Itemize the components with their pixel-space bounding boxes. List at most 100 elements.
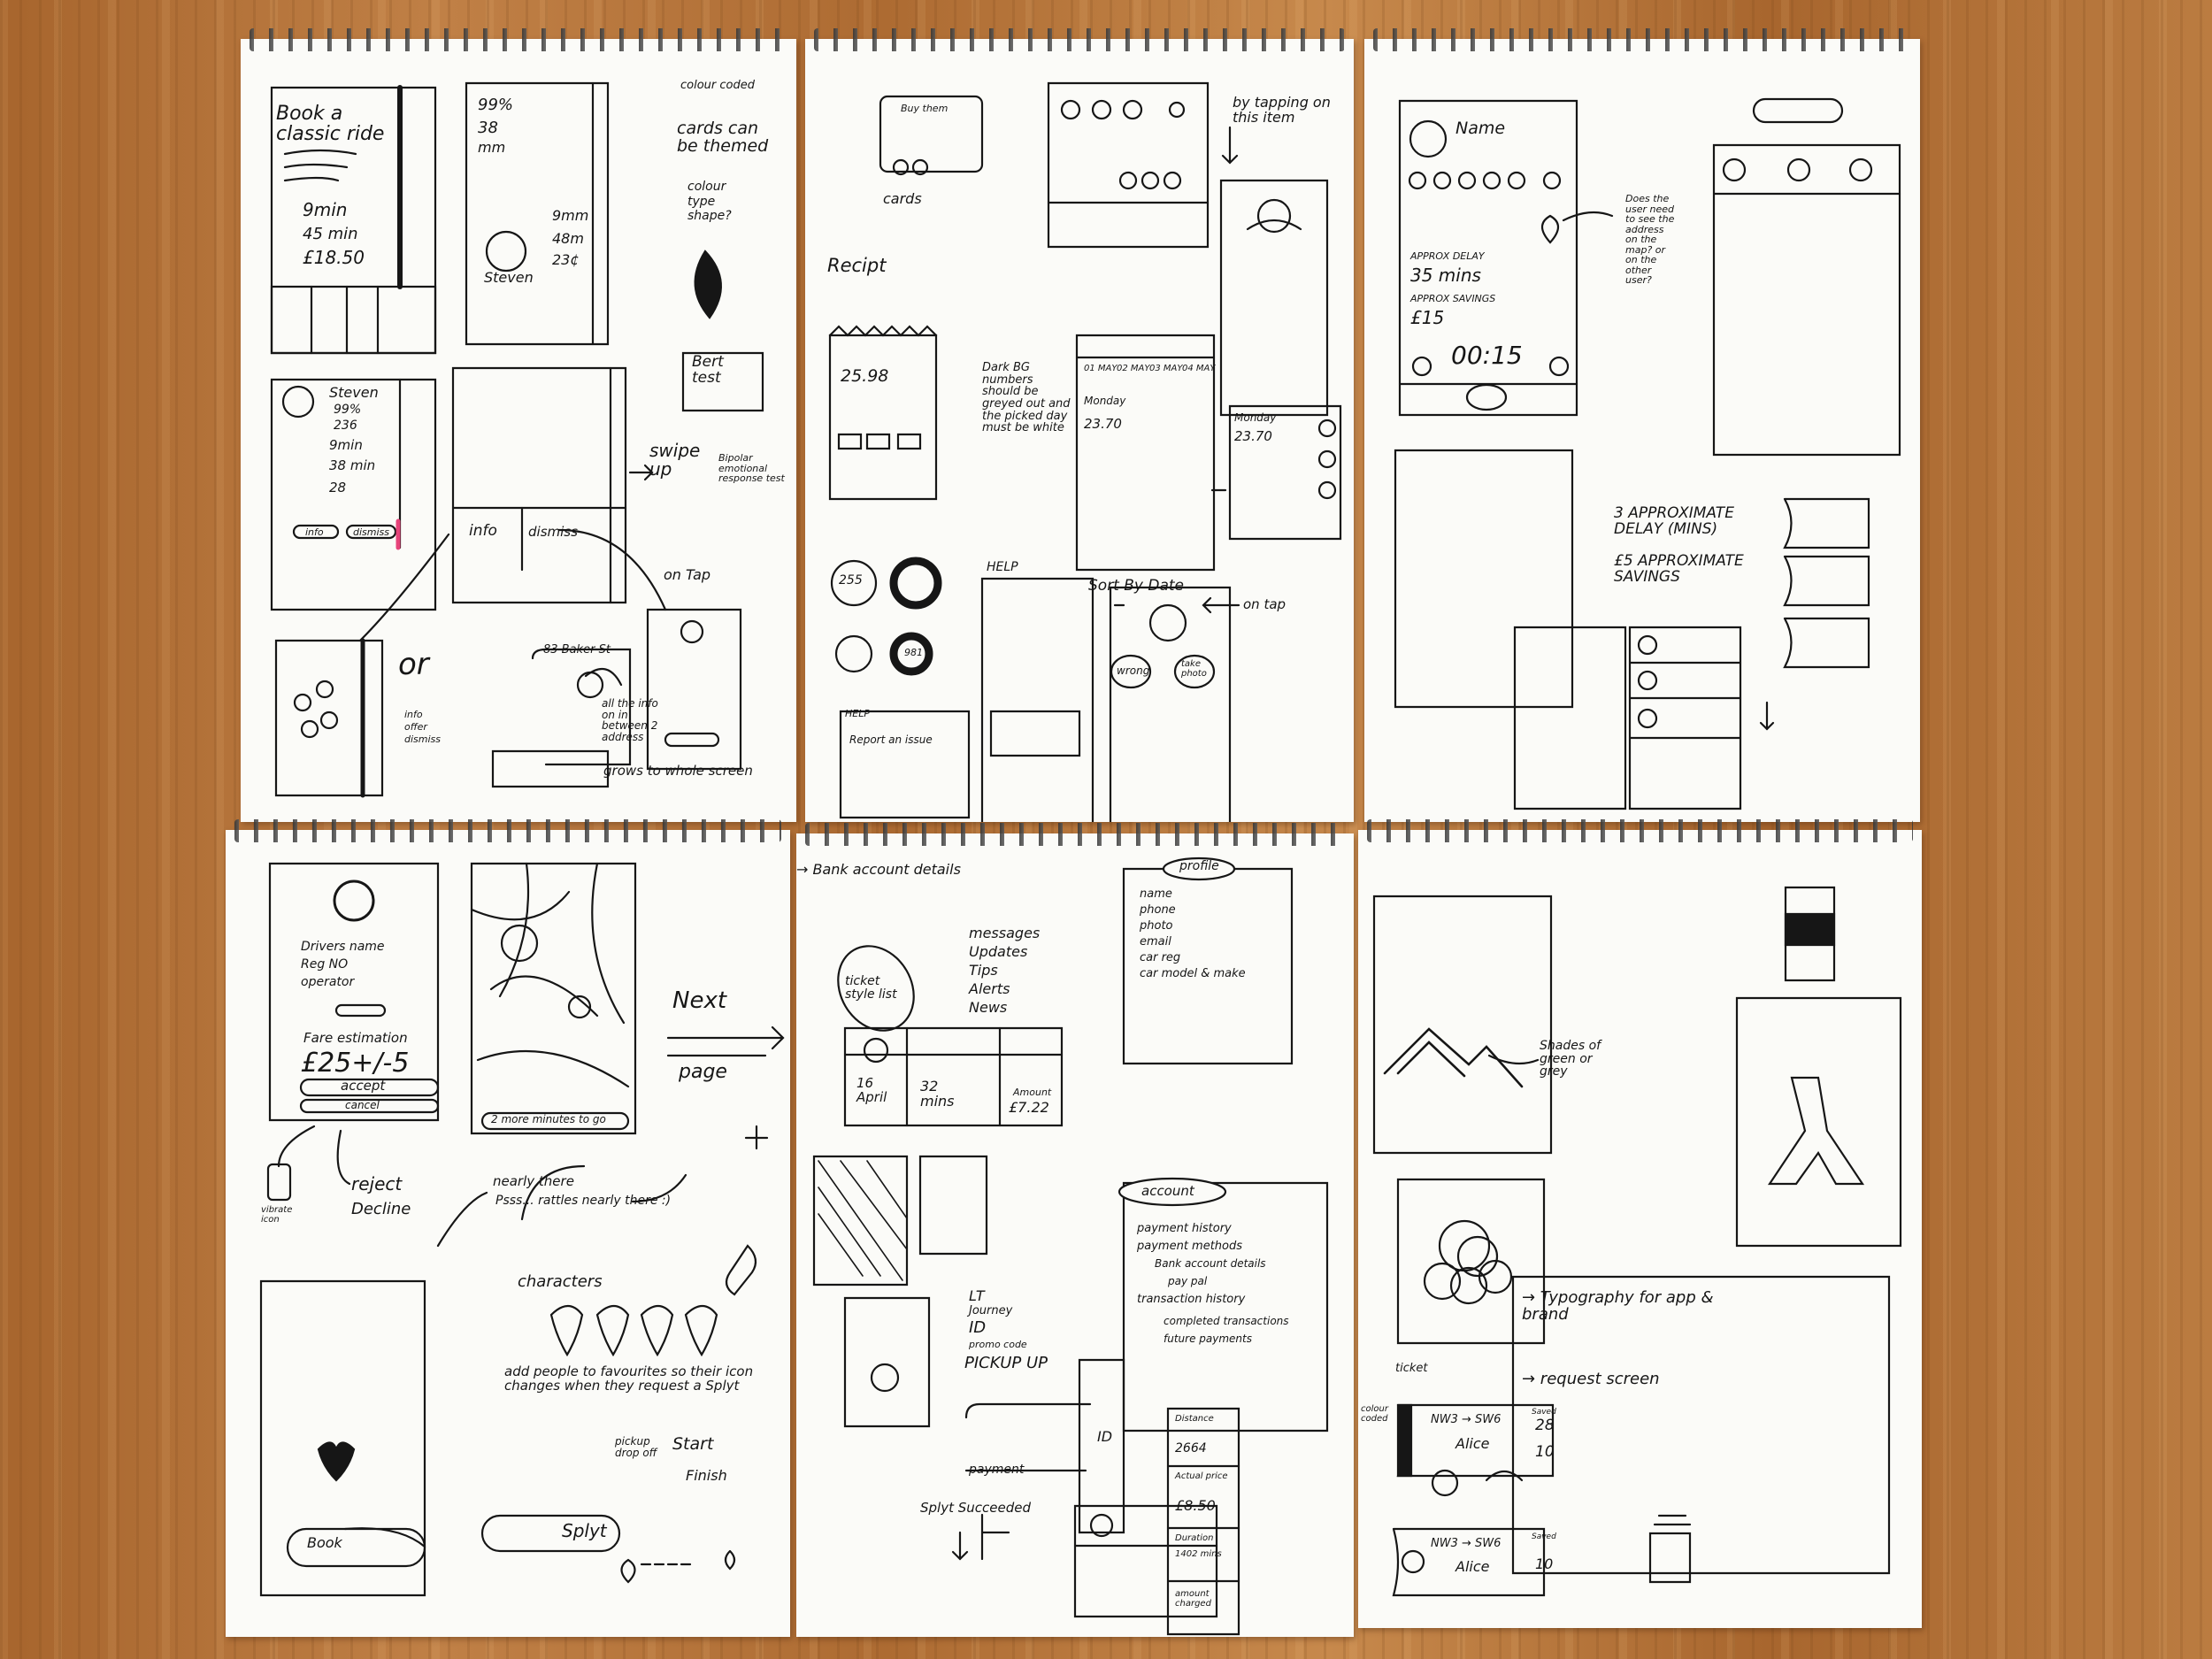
splyt-button[interactable]: Splyt [562, 1520, 607, 1541]
recipt-label: Recipt [827, 255, 887, 276]
account-paypal: pay pal [1168, 1275, 1208, 1287]
psss-note: Psss... rattles nearly there :) [495, 1194, 672, 1208]
account-transaction-history: transaction history [1137, 1293, 1246, 1306]
ticket-alice-1: Alice [1455, 1435, 1490, 1452]
fare-label: Fare estimation [303, 1030, 408, 1046]
card-time-2: 48m [552, 230, 584, 247]
bert-test: Bert test [692, 353, 724, 387]
help-label: HELP [845, 708, 870, 719]
profile-time-1: 9min [329, 437, 363, 453]
cards-label: cards [883, 190, 922, 207]
next-label: Next [672, 987, 727, 1014]
pickup-up: PICKUP UP [964, 1354, 1048, 1372]
distance-label: Distance [1175, 1414, 1214, 1424]
start-label: Start [672, 1434, 714, 1454]
cancel-button[interactable]: cancel [345, 1099, 380, 1111]
sketch-sheet-5: → Bank account details messages Updates … [796, 823, 1354, 1637]
profile-name: Steven [329, 384, 379, 401]
profile-title: profile [1179, 859, 1219, 873]
fare-value: £25+/-5 [301, 1048, 410, 1079]
splyt-succeeded: Splyt Succeeded [920, 1500, 1031, 1516]
approx-delay-label: APPROX DELAY [1410, 250, 1485, 262]
request-screen-note: → request screen [1522, 1370, 1660, 1388]
on-tap-label: on tap [1243, 596, 1286, 612]
ticket-amount-label: Amount [1013, 1087, 1052, 1098]
sheet-1-drawings [241, 39, 796, 822]
stat-duration: 45 min [303, 225, 358, 243]
stat-price: £18.50 [303, 247, 365, 268]
bank-details: → Bank account details [796, 861, 961, 878]
spiral-binding [814, 28, 1345, 51]
ticket-route-2: NW3 → SW6 [1431, 1537, 1502, 1550]
payment-label: payment [969, 1463, 1025, 1477]
info-button[interactable]: info [305, 526, 324, 538]
journey-id: ID [969, 1318, 987, 1337]
journey-label: Journey [969, 1304, 1013, 1317]
day-price: 23.70 [1084, 416, 1122, 432]
sheet-3-drawings [1364, 39, 1920, 822]
countdown-timer: 00:15 [1451, 341, 1523, 370]
nearly-there: nearly there [493, 1173, 574, 1189]
address: 83 Baker St [543, 643, 611, 657]
spiral-binding [250, 28, 787, 51]
decline-label: Decline [351, 1200, 411, 1218]
receipt-amount: 25.98 [841, 366, 889, 386]
sheet-6-drawings [1358, 830, 1922, 1628]
account-payment-history: payment history [1137, 1222, 1232, 1235]
day-4: 04 MAY [1182, 364, 1216, 373]
approx-savings-label: APPROX SAVINGS [1410, 293, 1496, 304]
ticket-date: 16 April [856, 1075, 887, 1105]
list-item-updates: Updates [969, 943, 1028, 960]
card-percent: 99% [478, 96, 514, 114]
ticket-amount: £7.22 [1009, 1099, 1049, 1116]
map-banner: 2 more minutes to go [491, 1113, 606, 1125]
vibrate-icon-label: vibrate icon [261, 1205, 293, 1225]
buy-them: Buy them [901, 103, 949, 114]
duration-label: Duration [1175, 1533, 1214, 1543]
day-1: 01 MAY [1084, 364, 1118, 373]
gauge-1: 255 [839, 573, 863, 588]
account-title: account [1141, 1183, 1194, 1199]
note-colour-coded: colour coded [680, 79, 755, 92]
sketch-sheet-1: Book a classic ride 9min 45 min £18.50 9… [241, 28, 796, 822]
swipe-up: swipe up [649, 440, 701, 480]
note-shape: shape? [687, 209, 732, 223]
list-item-alerts: Alerts [969, 980, 1010, 997]
or-note-info: info [404, 709, 423, 720]
on-tap: on Tap [664, 566, 711, 583]
profile-percent: 99% [334, 403, 362, 417]
report-issue: Report an issue [849, 733, 933, 746]
ticket-style-label: ticket style list [845, 974, 897, 1002]
note-type: type [687, 195, 716, 209]
amount-charged: amount charged [1175, 1589, 1211, 1609]
sketch-sheet-3: Name APPROX DELAY 35 mins APPROX SAVINGS… [1364, 28, 1920, 822]
ticket-saved-2: Saved [1532, 1532, 1556, 1541]
list-item-messages: messages [969, 925, 1041, 941]
note-colour: colour [687, 180, 726, 194]
note-themed: cards can be themed [677, 119, 769, 156]
ticket-route-1: NW3 → SW6 [1431, 1413, 1502, 1426]
dismiss-button[interactable]: dismiss [353, 526, 390, 538]
ticket-saved-val-1: 28 [1535, 1417, 1555, 1434]
accept-button[interactable]: accept [341, 1078, 386, 1094]
ticket-saved-val-2: 10 [1535, 1555, 1554, 1572]
spiral-binding [1367, 819, 1913, 842]
field-operator: operator [301, 975, 355, 989]
shades-note: Shades of green or grey [1540, 1039, 1601, 1079]
profile-time-2: 38 min [329, 457, 376, 473]
favourites-note: add people to favourites so their icon c… [504, 1363, 754, 1394]
wrong-btn: wrong [1117, 664, 1150, 677]
reject-label: reject [351, 1173, 403, 1194]
by-tapping: by tapping on this item [1233, 94, 1331, 126]
day-2: 02 MAY [1117, 364, 1150, 373]
finish-label: Finish [686, 1467, 727, 1484]
detail-monday: Monday [1234, 411, 1277, 424]
spiral-binding [1373, 28, 1911, 51]
card-name: Steven [484, 269, 534, 286]
sketch-sheet-2: Buy them cards Recipt 25.98 by tapping o… [805, 28, 1354, 822]
book-button[interactable]: Book [307, 1534, 342, 1551]
big-savings: £5 APPROXIMATE SAVINGS [1614, 552, 1744, 586]
take-photo-btn: take photo [1181, 659, 1207, 679]
map-question: Does the user need to see the address on… [1625, 193, 1675, 287]
account-future: future payments [1164, 1333, 1252, 1345]
